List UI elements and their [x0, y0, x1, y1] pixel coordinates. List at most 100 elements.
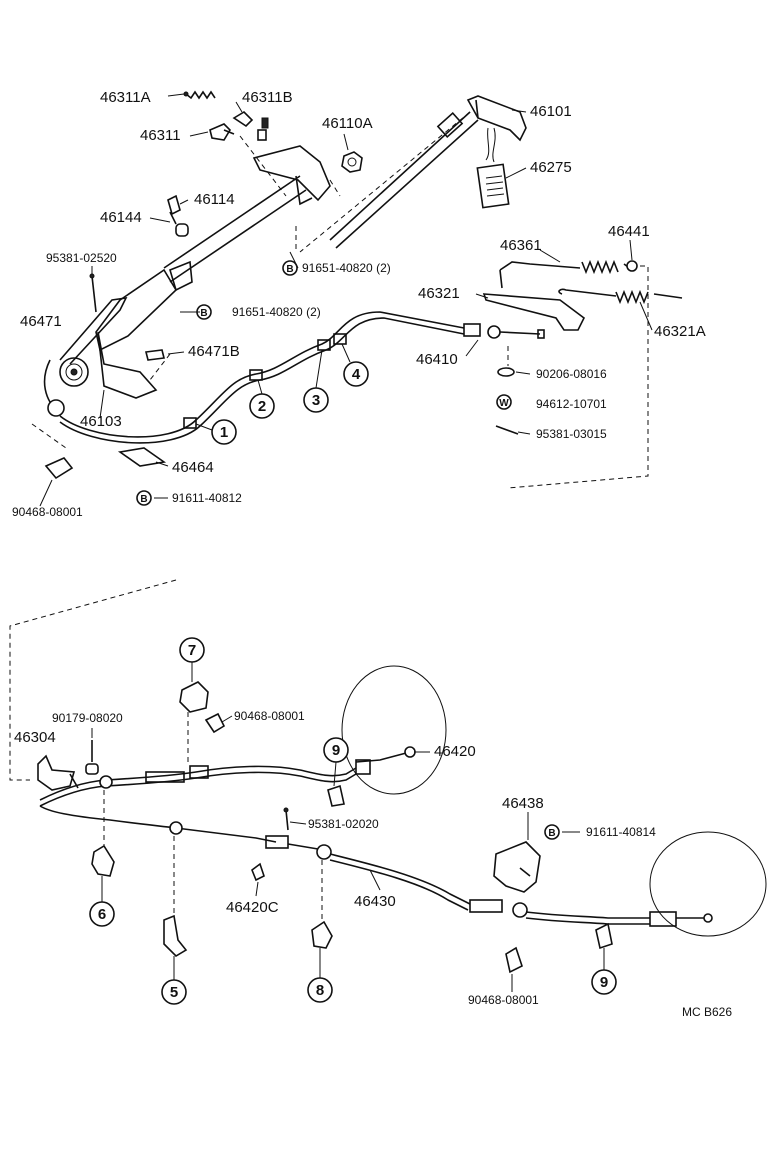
label-95381-02020: 95381-02020	[308, 817, 379, 831]
label-46114: 46114	[194, 191, 235, 208]
label-46471: 46471	[20, 313, 62, 330]
b-marker: B	[200, 308, 207, 319]
label-46438: 46438	[502, 795, 544, 812]
label-46471B: 46471B	[188, 343, 240, 360]
label-91611-40814: 91611-40814	[586, 825, 656, 839]
label-46321A: 46321A	[654, 323, 706, 340]
label-46304: 46304	[14, 729, 56, 746]
bracket-6	[91, 844, 115, 877]
label-46275: 46275	[530, 159, 572, 176]
callout-9-lower: 9	[591, 948, 617, 995]
label-46430: 46430	[354, 893, 396, 910]
brake-lever-46101	[299, 95, 527, 253]
label-46420C: 46420C	[226, 899, 279, 916]
bracket-46321	[482, 293, 586, 331]
rear-cable-46430	[39, 805, 767, 937]
front-cable-46410	[43, 311, 545, 444]
callout-2: 2	[249, 379, 275, 419]
upper-callouts: 1 2 3 4	[195, 343, 369, 445]
bracket-7	[179, 681, 209, 713]
b-marker: B	[286, 264, 293, 275]
label-46410: 46410	[416, 351, 458, 368]
callout-1-number: 1	[220, 424, 228, 441]
bracket-46438	[493, 841, 541, 893]
callout-2-number: 2	[258, 398, 266, 415]
upper-labels: 46311A 46311B 46311 46110A 46101 46275 4…	[12, 89, 706, 519]
lower-callouts: 7 9 6 5 8 9	[89, 637, 617, 1005]
callout-8-number: 8	[316, 982, 324, 999]
label-95381-02520: 95381-02520	[46, 251, 117, 265]
label-46110A: 46110A	[322, 115, 373, 132]
b-marker: B	[140, 494, 147, 505]
label-90179-08020: 90179-08020	[52, 711, 123, 725]
callout-9-upper: 9	[323, 737, 349, 787]
bracket-5	[163, 914, 188, 958]
callout-7: 7	[179, 637, 205, 682]
clip-9-lower	[595, 922, 613, 950]
label-46311B: 46311B	[242, 89, 293, 106]
bolt-marker-lower: B	[544, 824, 560, 840]
label-46311A: 46311A	[100, 89, 151, 106]
clip-46311B	[232, 110, 269, 141]
label-91651-40820-top: 91651-40820 (2)	[302, 261, 391, 275]
pin-95381-03015	[495, 425, 519, 435]
pin-46311	[209, 123, 235, 141]
bolt-95381-02520	[89, 273, 97, 313]
clip-90468-08001-lower	[505, 946, 523, 974]
callout-9-upper-number: 9	[332, 742, 340, 759]
lower-frame-dashed	[9, 579, 177, 781]
label-90206-08016: 90206-08016	[536, 367, 607, 381]
label-91611-40812: 91611-40812	[172, 491, 242, 505]
label-95381-03015: 95381-03015	[536, 427, 607, 441]
label-46464: 46464	[172, 459, 214, 476]
callout-5: 5	[161, 956, 187, 1005]
equalizer-46361	[499, 259, 638, 289]
bolt-marker-top: B	[282, 260, 298, 276]
label-90468-08001-lower: 90468-08001	[468, 993, 539, 1007]
clip-90468-08001-mid	[204, 712, 226, 734]
right-frame-dashed	[507, 265, 649, 489]
label-90468-08001-upper: 90468-08001	[12, 505, 83, 519]
pulley-46471	[59, 296, 171, 387]
callout-9-lower-number: 9	[600, 974, 608, 991]
lever-bracket	[95, 135, 341, 399]
plate-46464	[117, 447, 167, 467]
label-46361: 46361	[500, 237, 542, 254]
washer-marker: W	[499, 398, 509, 409]
warning-tag-46275	[476, 163, 510, 209]
label-46441: 46441	[608, 223, 650, 240]
label-94612-10701: 94612-10701	[536, 397, 607, 411]
label-91651-40820-mid: 91651-40820 (2)	[232, 305, 321, 319]
label-46101: 46101	[530, 103, 572, 120]
cable-guide-dashed	[31, 423, 67, 449]
label-46420: 46420	[434, 743, 476, 760]
callout-4-number: 4	[352, 366, 361, 383]
bolt-marker-low: B	[136, 490, 152, 506]
b-marker: B	[548, 828, 555, 839]
diagram-code: MC B626	[682, 1005, 732, 1019]
callout-5-number: 5	[170, 984, 178, 1001]
callout-6-number: 6	[98, 906, 106, 923]
spring-46311A	[183, 90, 216, 100]
upper-assembly: W	[31, 90, 683, 489]
bolt-90179-08020	[85, 740, 99, 775]
rear-cable-46420	[39, 665, 447, 807]
callout-3: 3	[303, 349, 329, 413]
bracket-46304	[37, 754, 79, 791]
bracket-8	[311, 920, 333, 949]
label-46103: 46103	[80, 413, 122, 430]
label-90468-08001-mid: 90468-08001	[234, 709, 305, 723]
callout-7-number: 7	[188, 642, 196, 659]
pin-90206-08016	[497, 367, 515, 377]
pin-46420C	[251, 862, 265, 882]
callout-3-number: 3	[312, 392, 320, 409]
label-46311: 46311	[140, 127, 181, 144]
label-46144: 46144	[100, 209, 142, 226]
rod-46114	[167, 194, 189, 237]
lower-assembly	[9, 579, 767, 974]
nut-46110A	[341, 151, 363, 173]
callout-4: 4	[341, 343, 369, 387]
clip-9-upper	[327, 784, 345, 807]
clip-90468-08001-upper	[44, 457, 74, 480]
